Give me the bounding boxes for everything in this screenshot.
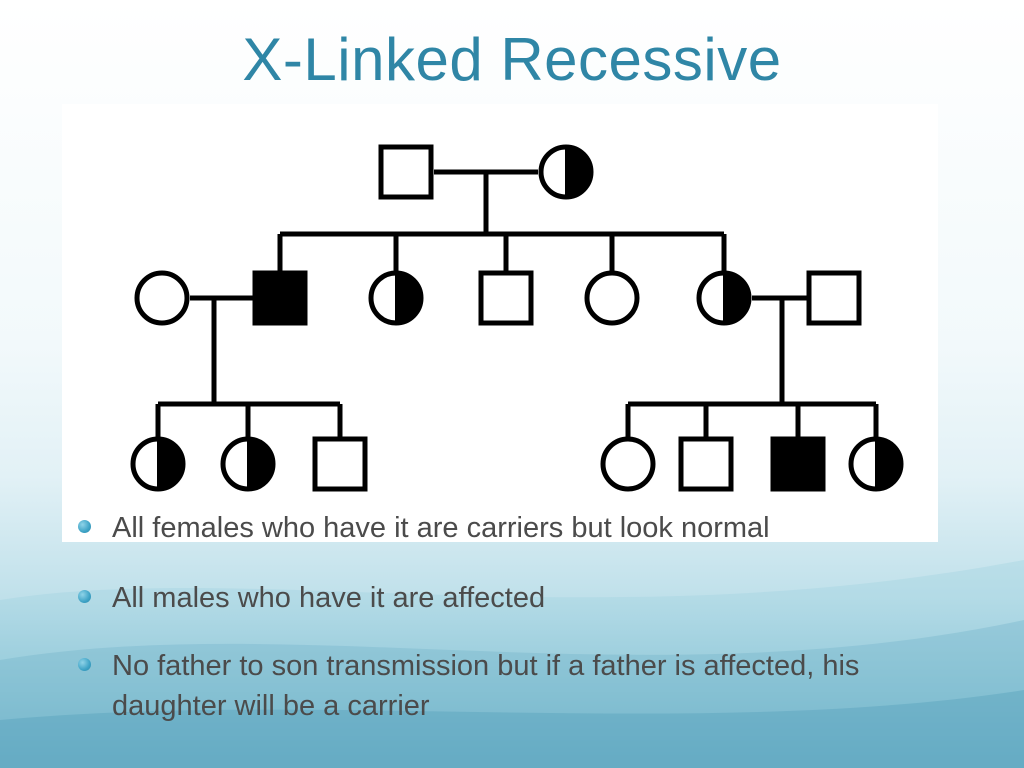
bullet-item: All females who have it are carriers but… [78, 508, 978, 548]
female-carrier-symbol [696, 270, 752, 326]
female-carrier-symbol [130, 436, 186, 492]
male-unaffected-symbol [312, 436, 368, 492]
bullet-item: No father to son transmission but if a f… [78, 646, 978, 726]
pedigree-chart [130, 144, 904, 492]
female-unaffected-symbol [600, 436, 656, 492]
bullet-dot-icon [78, 658, 91, 671]
male-affected-symbol [252, 270, 308, 326]
male-unaffected-symbol [378, 144, 434, 200]
female-carrier-symbol [220, 436, 276, 492]
bullet-dot-icon [78, 590, 91, 603]
female-carrier-symbol [538, 144, 594, 200]
bullet-dot-icon [78, 520, 91, 533]
female-carrier-symbol [368, 270, 424, 326]
female-unaffected-symbol [134, 270, 190, 326]
pedigree-panel [62, 104, 938, 542]
bullet-list: All females who have it are carriers but… [78, 508, 978, 756]
bullet-text: All females who have it are carriers but… [112, 512, 770, 544]
male-unaffected-symbol [478, 270, 534, 326]
male-unaffected-symbol [678, 436, 734, 492]
male-unaffected-symbol [806, 270, 862, 326]
bullet-text: All males who have it are affected [112, 582, 546, 614]
male-affected-symbol [770, 436, 826, 492]
slide-title: X-Linked Recessive [242, 26, 782, 93]
bullet-text: No father to son transmission but if a f… [112, 650, 860, 722]
female-carrier-symbol [848, 436, 904, 492]
female-unaffected-symbol [584, 270, 640, 326]
bullet-item: All males who have it are affected [78, 578, 978, 618]
